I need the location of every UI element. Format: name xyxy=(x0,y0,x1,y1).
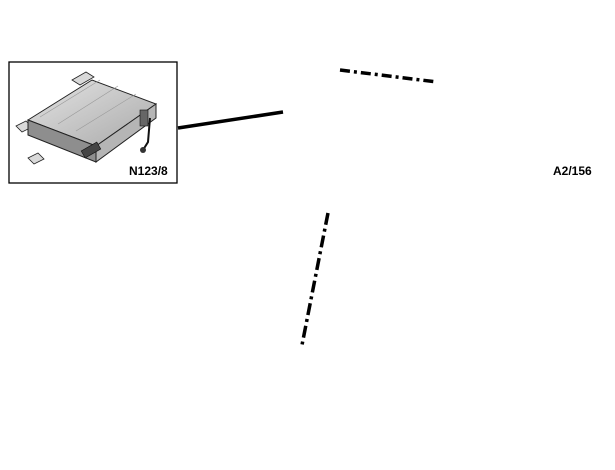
callout-label-right: A2/156 xyxy=(553,164,592,178)
leader-lines xyxy=(177,68,438,346)
control-unit-module xyxy=(15,71,158,165)
leader-right xyxy=(339,68,438,84)
callout-label-left: N123/8 xyxy=(129,164,168,178)
callout-box-left xyxy=(8,61,178,184)
leader-left xyxy=(177,110,284,130)
leader-down xyxy=(300,212,330,346)
